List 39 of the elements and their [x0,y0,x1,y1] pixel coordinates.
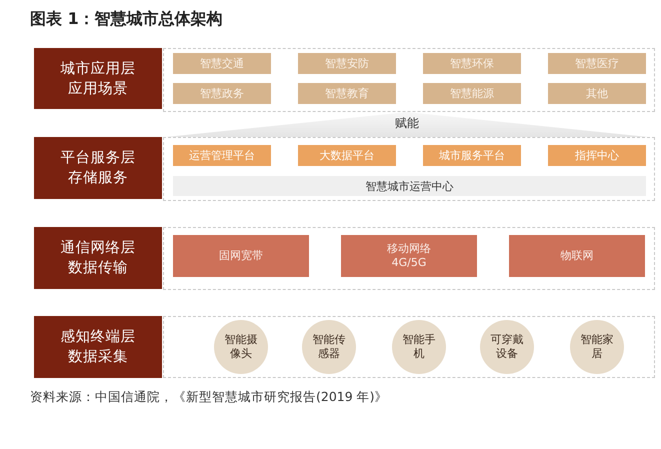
layer-name: 平台服务层 [60,149,136,168]
platform-tile: 运营管理平台 [173,145,271,166]
dashed-panel [163,316,655,378]
scenario-tile: 智慧政务 [173,83,271,104]
network-tile: 物联网 [509,235,645,277]
layer-title-block [34,137,162,199]
scenario-tile: 智慧环保 [423,53,521,74]
layer-subtitle: 存储服务 [68,169,128,188]
scenario-tile: 智慧能源 [423,83,521,104]
device-circle: 智能摄像头 [214,320,268,374]
layer-title-block [34,227,162,289]
layer-name: 通信网络层 [60,239,136,258]
dashed-panel [163,137,655,201]
diagram-title: 图表 1：智慧城市总体架构 [30,9,223,30]
layer-subtitle: 数据采集 [68,348,128,367]
layer-title-block [34,316,162,378]
layer-title-block [34,48,162,109]
device-circle: 智能传感器 [302,320,356,374]
scenario-tile: 智慧交通 [173,53,271,74]
platform-tile: 大数据平台 [298,145,396,166]
layer-subtitle: 数据传输 [68,259,128,278]
network-tile: 固网宽带 [173,235,309,277]
layer-name: 城市应用层 [60,60,136,78]
scenario-tile: 智慧安防 [298,53,396,74]
dashed-panel [163,48,655,112]
dashed-panel [163,227,655,290]
platform-tile: 城市服务平台 [423,145,521,166]
platform-tile: 指挥中心 [548,145,646,166]
network-tile: 移动网络 4G/5G [341,235,477,277]
operations-center-bar: 智慧城市运营中心 [173,176,646,196]
scenario-tile: 其他 [548,83,646,104]
scenario-tile: 智慧医疗 [548,53,646,74]
device-circle: 可穿戴设备 [480,320,534,374]
source-note: 资料来源：中国信通院，《新型智慧城市研究报告(2019 年)》 [30,389,388,406]
scenario-tile: 智慧教育 [298,83,396,104]
layer-subtitle: 应用场景 [68,80,128,98]
layer-name: 感知终端层 [60,328,136,347]
device-circle: 智能手机 [392,320,446,374]
device-circle: 智能家居 [570,320,624,374]
